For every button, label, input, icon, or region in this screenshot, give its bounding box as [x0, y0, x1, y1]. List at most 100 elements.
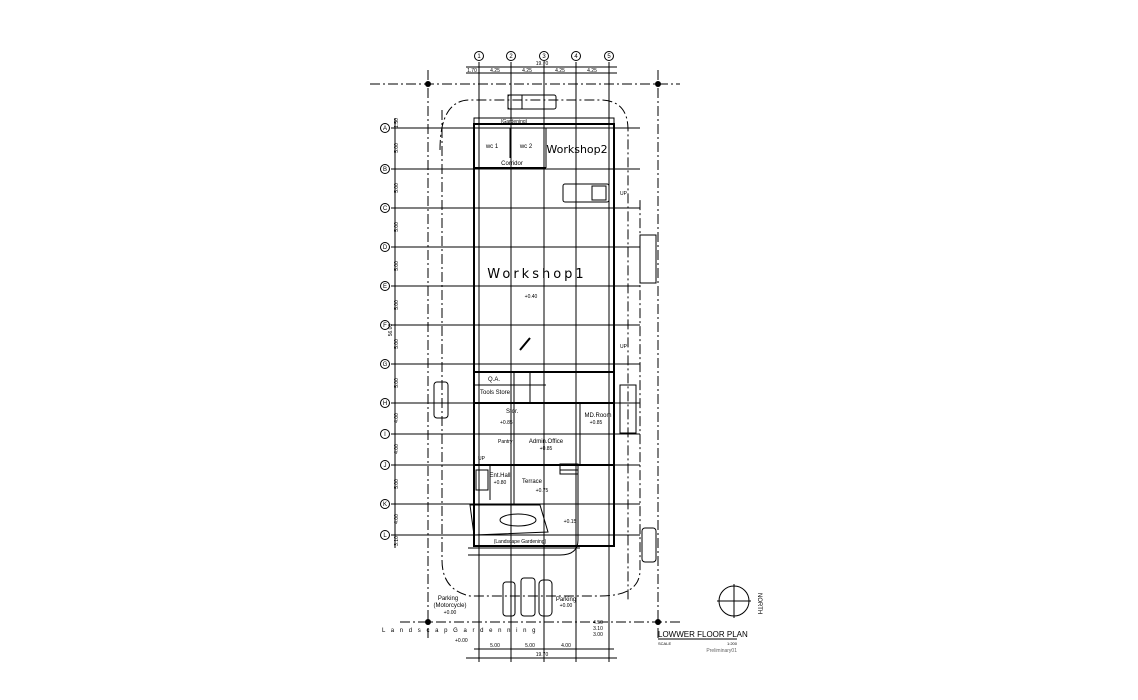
parking-motorcycle-label: Parking [438, 596, 458, 602]
dim-left: 5.00 [394, 479, 400, 489]
grid-bubble-row-B [380, 164, 390, 174]
dim-top: 4.25 [522, 68, 532, 74]
dim-top-total: 19.70 [536, 61, 549, 67]
stor-level: +0.85 [500, 420, 513, 426]
grid-bubble-col-5 [604, 51, 614, 61]
dim-top: 4.25 [555, 68, 565, 74]
grid-label-row-F: F [383, 323, 387, 329]
workshop1-level: +0.40 [525, 294, 538, 300]
grid-bubble-row-E [380, 281, 390, 291]
vehicles [433, 94, 657, 617]
grid-label-row-C: C [383, 206, 388, 212]
md-room-level: +0.85 [590, 420, 603, 426]
footer-level: +0.00 [455, 638, 468, 644]
grid-bubble-row-D [380, 242, 390, 252]
pantry-label: Pantry [498, 439, 513, 445]
up-label-1: UP [478, 456, 486, 462]
tools-store-label: Tools Store [480, 390, 511, 396]
grid-bubble-row-G [380, 359, 390, 369]
title-block: LOWWER FLOOR PLAN SCALE 1:200 Preliminar… [658, 630, 748, 654]
dim-left: 5.00 [394, 143, 400, 153]
stor-label: Stor. [506, 409, 519, 415]
dim-bottom-right: 3.00 [593, 632, 603, 638]
grid-bubble-row-H [380, 398, 390, 408]
grid-bubble-row-J [380, 460, 390, 470]
parking-motorcycle-level: +0.00 [444, 610, 457, 616]
grid-bubble-row-C [380, 203, 390, 213]
qa-label: Q.A. [488, 377, 500, 383]
grid-label-row-J: J [384, 463, 387, 469]
grid-label-row-K: K [383, 502, 387, 508]
dim-left: 5.00 [394, 378, 400, 388]
dim-left: 4.00 [394, 444, 400, 454]
grid-bubble-col-3 [539, 51, 549, 61]
dim-left-total: 56.00 [388, 324, 394, 337]
grid-bubble-row-F [380, 320, 390, 330]
ent-hall-level: +0.80 [494, 480, 507, 486]
dim-left: 5.00 [394, 183, 400, 193]
dim-bottom-total: 19.70 [536, 652, 549, 658]
md-room-label: MD.Room [584, 413, 611, 419]
parking-motorcycle-sub: (Motorcycle) [433, 603, 466, 609]
north-arrow-icon [717, 584, 751, 618]
ramp-level: +0.15 [564, 519, 577, 525]
dim-left: 5.00 [394, 261, 400, 271]
grid-label-row-G: G [383, 362, 388, 368]
grid-label-row-L: L [383, 533, 387, 539]
dim-top: 1.70 [467, 68, 477, 74]
room-labels: (Gardening) wc 1 wc 2 Corridor Workshop2… [382, 119, 628, 644]
landscape-footer-label: L a n d s c a p G a r d e n n i n g [382, 628, 538, 634]
admin-office-level: +0.85 [540, 446, 553, 452]
parking-level: +0.00 [560, 603, 573, 609]
grid-label-col-3: 3 [542, 54, 546, 60]
wc1-label: wc 1 [485, 144, 499, 150]
workshop1-label: Workshop1 [487, 267, 586, 282]
revision-label: Preliminary01 [706, 648, 737, 654]
grid-bubble-row-L [380, 530, 390, 540]
grid-label-row-A: A [383, 126, 387, 132]
grid-bubble-row-A [380, 123, 390, 133]
up-label-3: UP [620, 191, 628, 197]
grid-label-col-5: 5 [607, 54, 611, 60]
parking-label: Parking [556, 597, 576, 603]
scale-label: SCALE [658, 641, 671, 646]
grid-label-row-I: I [384, 432, 386, 438]
terrace-label: Terrace [522, 479, 543, 485]
wc2-label: wc 2 [519, 144, 533, 150]
dim-bottom: 5.00 [525, 643, 535, 649]
corridor-label: Corridor [501, 161, 523, 167]
dim-bottom: 5.00 [490, 643, 500, 649]
dim-bottom-right: 4.50 [593, 620, 603, 626]
grid-bubble-col-2 [506, 51, 516, 61]
up-label-2: UP [620, 344, 628, 350]
dim-left: 5.00 [394, 300, 400, 310]
dim-left: 1.50 [394, 118, 400, 128]
workshop2-label: Workshop2 [546, 143, 607, 156]
gardening-label: (Gardening) [501, 119, 528, 125]
dim-top: 4.25 [490, 68, 500, 74]
grid-bubble-row-K [380, 499, 390, 509]
scale-value: 1:200 [727, 641, 738, 646]
dim-left: 5.00 [394, 222, 400, 232]
dim-left: 4.00 [394, 514, 400, 524]
dim-bottom-right: 3.10 [593, 626, 603, 632]
grid-label-row-D: D [383, 245, 388, 251]
admin-office-label: Admin.Office [529, 439, 564, 445]
dim-bottom: 4.00 [561, 643, 571, 649]
grid-label-row-E: E [383, 284, 387, 290]
dim-top: 4.25 [587, 68, 597, 74]
grid-label-col-1: 1 [477, 54, 481, 60]
dim-left: 3.10 [394, 536, 400, 546]
terrace-level: +0.75 [536, 488, 549, 494]
dimension-lines: 19.70 1.70 4.25 4.25 4.25 4.25 1.50 5.00 5.00 5.0… [388, 61, 617, 659]
landscape-gardening-label: (Landscape Gardening) [494, 539, 547, 545]
grid-bubble-row-I [380, 429, 390, 439]
grid-label-col-4: 4 [574, 54, 578, 60]
building-outline [468, 117, 615, 556]
grid-bubble-col-1 [474, 51, 484, 61]
grid-label-row-H: H [383, 401, 387, 407]
site-boundary [370, 70, 680, 640]
grid-bubble-col-4 [571, 51, 581, 61]
